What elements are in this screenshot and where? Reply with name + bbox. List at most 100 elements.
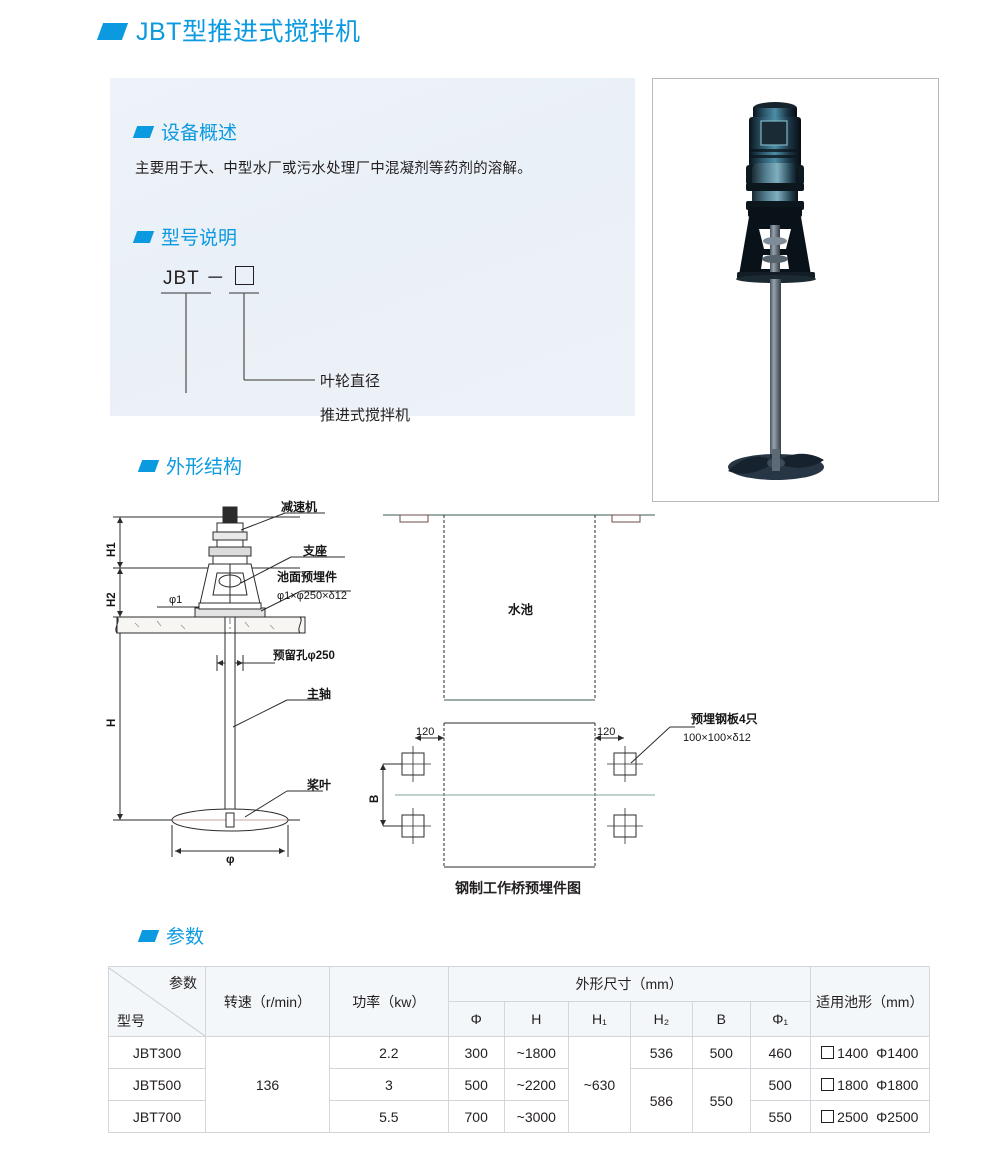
header-dim-b: B (691, 1001, 751, 1037)
cell-power: 3 (328, 1068, 449, 1101)
svg-text:预留孔φ250: 预留孔φ250 (273, 648, 335, 662)
corner-label-model: 型号 (117, 1012, 145, 1029)
spec-header-row-1: 参数 型号 转速（r/min） 功率（kw） 外形尺寸（mm） 适用池形（mm） (108, 966, 931, 1037)
header-speed: 转速（r/min） (205, 966, 330, 1037)
svg-text:120: 120 (597, 726, 615, 738)
table-row: JBT700 5.5 700 ~3000 550 2500 Φ2500 (108, 1100, 931, 1133)
structure-drawing-svg: 减速机 支座 池面预埋件 φ1×φ250×δ12 预留孔φ250 主轴 桨叶 φ… (106, 499, 758, 868)
cell-b: 500 (691, 1036, 751, 1069)
svg-text:预埋钢板4只: 预埋钢板4只 (691, 711, 758, 726)
svg-text:φ1: φ1 (169, 594, 182, 606)
corner-diagonal-cell: 参数 型号 (109, 967, 205, 1036)
model-heading-text: 型号说明 (161, 228, 238, 249)
model-bullet-icon (132, 230, 155, 243)
svg-text:φ1×φ250×δ12: φ1×φ250×δ12 (277, 590, 347, 602)
section-heading-structure: 外形结构 (137, 452, 243, 479)
cell-pool-shape: 1400 Φ1400 (809, 1036, 931, 1069)
svg-text:主轴: 主轴 (307, 686, 331, 701)
corner-diagonal-line (109, 967, 205, 1036)
model-label-mixer-type: 推进式搅拌机 (320, 407, 411, 424)
model-designation-diagram: JBT － 叶轮直径 推进式搅拌机 (135, 263, 605, 424)
pool-round-value: Φ1400 (876, 1044, 919, 1061)
svg-text:φ: φ (226, 852, 235, 866)
section-heading-model: 型号说明 (132, 223, 238, 250)
svg-text:水池: 水池 (508, 602, 534, 617)
cell-h2: 586 (629, 1068, 693, 1133)
cell-phi: 500 (447, 1068, 505, 1101)
cell-phi1: 500 (749, 1068, 811, 1101)
svg-text:120: 120 (416, 726, 434, 738)
cell-model: JBT300 (108, 1036, 206, 1069)
section-heading-params: 参数 (137, 922, 205, 949)
square-pool-icon (821, 1109, 835, 1123)
drawing-caption: 钢制工作桥预埋件图 (455, 880, 581, 896)
square-pool-icon (821, 1045, 835, 1059)
title-bullet-icon (96, 22, 129, 40)
pool-round-value: Φ2500 (876, 1108, 919, 1125)
overview-heading-text: 设备概述 (161, 123, 238, 144)
svg-text:H2: H2 (106, 592, 118, 607)
overview-bullet-icon (132, 125, 155, 138)
page-title-text: JBT型推进式搅拌机 (136, 18, 361, 46)
cell-b: 550 (691, 1068, 751, 1133)
structure-heading-text: 外形结构 (166, 457, 243, 478)
pool-square-value: 2500 (837, 1108, 869, 1125)
spec-table: 参数 型号 转速（r/min） 功率（kw） 外形尺寸（mm） 适用池形（mm）… (108, 966, 931, 1133)
square-pool-icon (821, 1077, 835, 1091)
corner-header-cell: 参数 型号 (108, 966, 206, 1037)
section-heading-overview: 设备概述 (132, 118, 238, 145)
header-dim-h1: H₁ (567, 1001, 631, 1037)
header-dim-h2: H₂ (629, 1001, 693, 1037)
cell-phi1: 550 (749, 1100, 811, 1133)
svg-text:H1: H1 (106, 542, 118, 557)
pool-round-value: Φ1800 (876, 1076, 919, 1093)
structure-drawing: 减速机 支座 池面预埋件 φ1×φ250×δ12 预留孔φ250 主轴 桨叶 φ… (95, 495, 955, 905)
cell-h1: ~630 (567, 1036, 631, 1133)
svg-text:减速机: 减速机 (281, 499, 317, 514)
svg-text:池面预埋件: 池面预埋件 (277, 569, 337, 584)
model-code-text: JBT － (163, 268, 226, 289)
header-dim-phi1: Φ₁ (749, 1001, 811, 1037)
svg-text:H: H (106, 719, 118, 727)
header-dimensions-group: 外形尺寸（mm） (447, 966, 811, 1002)
cell-h: ~3000 (503, 1100, 569, 1133)
svg-text:100×100×δ12: 100×100×δ12 (683, 732, 751, 744)
page-title: JBT型推进式搅拌机 (96, 12, 361, 48)
header-power: 功率（kw） (328, 966, 449, 1037)
corner-label-param: 参数 (169, 974, 197, 991)
header-dim-phi: Φ (447, 1001, 505, 1037)
product-photo (652, 78, 939, 502)
cell-h: ~2200 (503, 1068, 569, 1101)
cell-power: 2.2 (328, 1036, 449, 1069)
svg-text:支座: 支座 (302, 543, 327, 558)
cell-pool-shape: 1800 Φ1800 (809, 1068, 931, 1101)
pool-square-value: 1400 (837, 1044, 869, 1061)
spec-table-wrapper: 参数 型号 转速（r/min） 功率（kw） 外形尺寸（mm） 适用池形（mm）… (108, 966, 931, 1133)
params-heading-text: 参数 (166, 927, 205, 948)
spec-table-body: JBT300 136 2.2 300 ~1800 ~630 536 500 46… (108, 1036, 931, 1133)
model-code-box-icon (235, 266, 254, 285)
model-label-impeller-diameter: 叶轮直径 (320, 373, 381, 390)
params-bullet-icon (137, 929, 160, 942)
cell-h2: 536 (629, 1036, 693, 1069)
cell-pool-shape: 2500 Φ2500 (809, 1100, 931, 1133)
spec-table-head: 参数 型号 转速（r/min） 功率（kw） 外形尺寸（mm） 适用池形（mm）… (108, 966, 931, 1037)
cell-phi: 700 (447, 1100, 505, 1133)
cell-model: JBT500 (108, 1068, 206, 1101)
cell-phi1: 460 (749, 1036, 811, 1069)
header-pool-shape: 适用池形（mm） (809, 966, 931, 1037)
product-photo-illustration (653, 79, 938, 501)
spec-header-row-2: Φ H H₁ H₂ B Φ₁ (109, 1001, 930, 1037)
table-row: JBT500 3 500 ~2200 586 550 500 1800 Φ180… (108, 1068, 931, 1133)
table-row: JBT300 136 2.2 300 ~1800 ~630 536 500 46… (108, 1036, 931, 1133)
cell-speed: 136 (205, 1036, 330, 1133)
svg-text:B: B (369, 795, 381, 803)
info-panel: 设备概述 主要用于大、中型水厂或污水处理厂中混凝剂等药剂的溶解。 型号说明 JB… (110, 78, 635, 424)
cell-model: JBT700 (108, 1100, 206, 1133)
header-dim-h: H (503, 1001, 569, 1037)
cell-phi: 300 (447, 1036, 505, 1069)
cell-h: ~1800 (503, 1036, 569, 1069)
structure-bullet-icon (137, 459, 160, 472)
svg-text:桨叶: 桨叶 (306, 777, 331, 792)
